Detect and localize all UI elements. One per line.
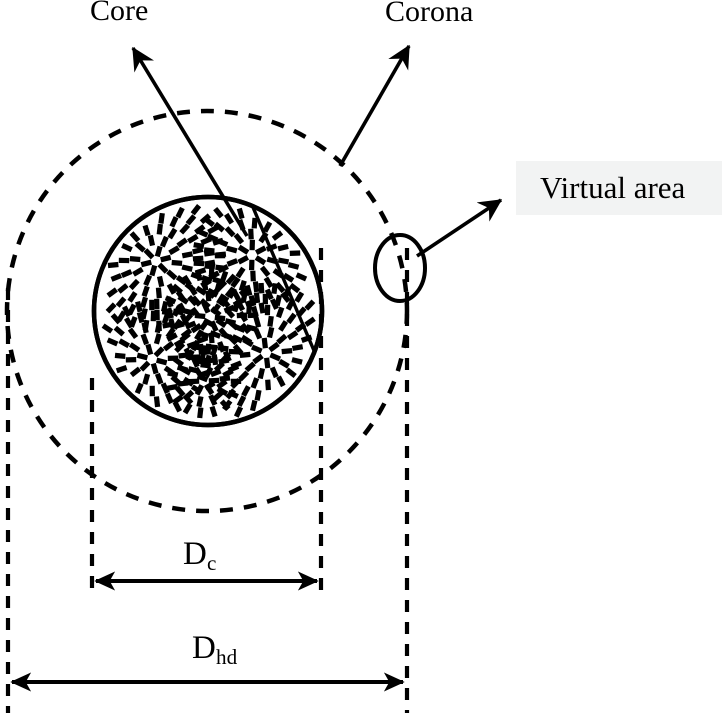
label-diameter-hydrodynamic: Dhd xyxy=(192,630,238,670)
corona-callout-arrow xyxy=(338,44,411,167)
dhd-symbol: D xyxy=(192,630,216,666)
label-diameter-core: Dc xyxy=(183,536,217,576)
dc-symbol: D xyxy=(183,536,207,572)
virtual-area-marker-ellipse xyxy=(373,233,427,303)
dimension-arrows xyxy=(10,571,405,692)
virtual-area-callout-arrow xyxy=(416,198,503,258)
dc-subscript: c xyxy=(207,551,217,576)
virtual-area-highlight-box xyxy=(516,161,722,215)
label-corona: Corona xyxy=(385,0,474,28)
dhd-subscript: hd xyxy=(216,645,238,670)
core-texture xyxy=(101,204,320,419)
guide-lines xyxy=(5,248,410,713)
callout-arrows xyxy=(131,44,503,258)
core-circle xyxy=(91,194,325,428)
core-callout-arrow xyxy=(131,46,249,237)
label-core: Core xyxy=(90,0,149,27)
label-virtual-area: Virtual area xyxy=(540,170,686,205)
